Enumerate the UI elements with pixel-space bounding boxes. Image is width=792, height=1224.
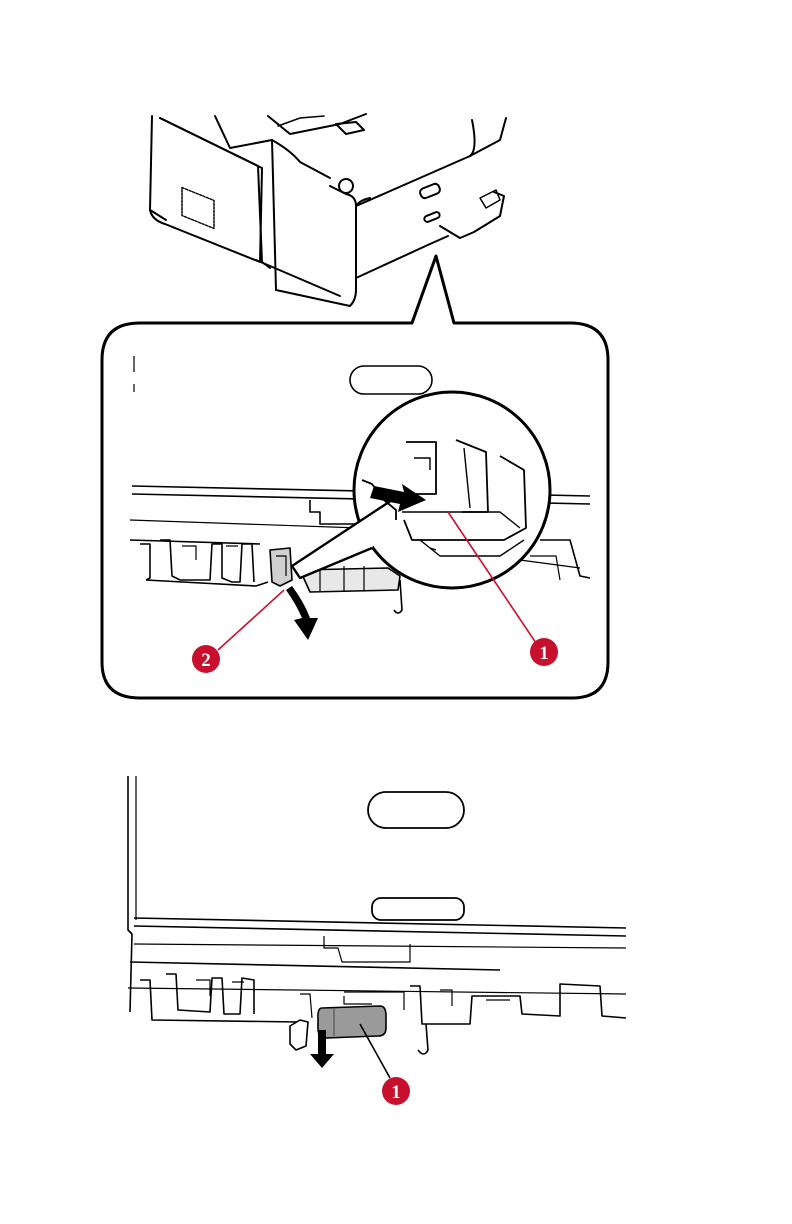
printer-overview-illustration (150, 114, 506, 306)
callout-label: 1 (391, 1082, 401, 1103)
callout-label: 1 (539, 643, 549, 664)
roller-removal-illustration (128, 776, 626, 1054)
callout-2-top: 2 (192, 645, 220, 673)
callout-1-top: 1 (530, 638, 558, 666)
callout-1-bottom: 1 (382, 1077, 410, 1105)
callout-label: 2 (201, 650, 211, 671)
